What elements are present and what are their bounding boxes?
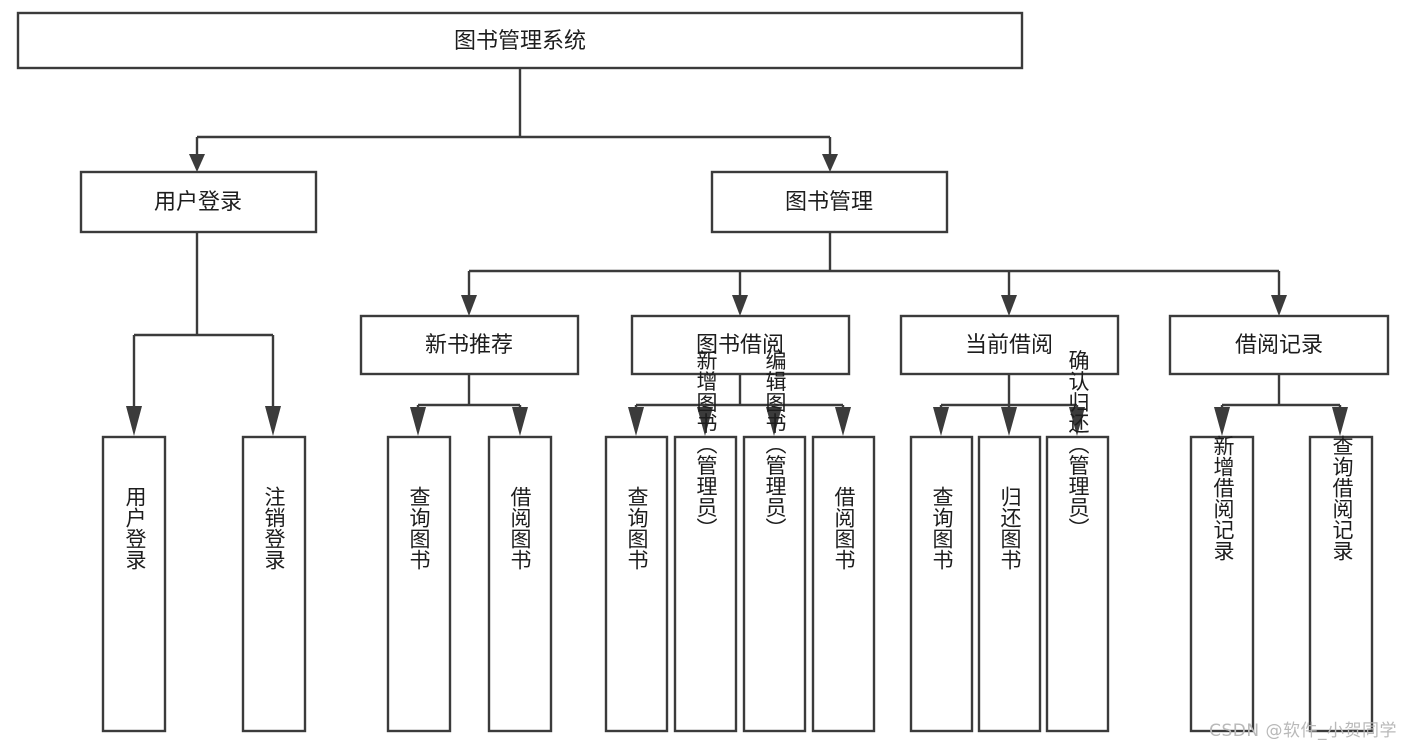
node-root-label: 图书管理系统 (454, 29, 586, 54)
arrow-to-borrow-record (1271, 295, 1287, 316)
arrow-user-login-leaf1 (126, 406, 142, 436)
arrow-book-borrow-leaf2 (697, 407, 713, 436)
leaf-book-borrow-4[interactable]: 借阅图书 (811, 435, 876, 733)
leaf-book-borrow-4-label: 借阅图书 (832, 486, 856, 570)
arrow-book-borrow-leaf3 (766, 407, 782, 436)
node-current-borrow-label: 当前借阅 (965, 333, 1053, 358)
arrow-to-book-manage (822, 154, 838, 172)
arrow-current-borrow-leaf1 (933, 407, 949, 436)
node-current-borrow-box[interactable] (899, 314, 1120, 376)
leaf-book-borrow-1[interactable]: 查询图书 (604, 435, 669, 733)
leaf-current-borrow-2[interactable]: 归还图书 (977, 435, 1042, 733)
node-borrow-record[interactable]: 借阅记录 (1168, 314, 1390, 376)
leaf-borrow-record-2-box[interactable] (1308, 435, 1374, 733)
leaf-new-book-1[interactable]: 查询图书 (386, 435, 452, 733)
leaf-book-borrow-3[interactable]: 编辑图书（管理员） (742, 350, 807, 733)
leaf-book-borrow-1-box[interactable] (604, 435, 669, 733)
node-new-book-recommend[interactable]: 新书推荐 (359, 314, 580, 376)
leaf-user-login-1[interactable]: 用户登录 (101, 435, 167, 733)
leaf-book-borrow-4-box[interactable] (811, 435, 876, 733)
leaf-current-borrow-1[interactable]: 查询图书 (909, 435, 974, 733)
leaf-user-login-2-box[interactable] (241, 435, 307, 733)
leaf-new-book-1-box[interactable] (386, 435, 452, 733)
node-root[interactable]: 图书管理系统 (16, 11, 1024, 70)
node-book-borrow[interactable]: 图书借阅 (630, 314, 851, 376)
node-borrow-record-label: 借阅记录 (1235, 333, 1323, 358)
arrow-to-current-borrow (1001, 295, 1017, 316)
node-root-box[interactable] (16, 11, 1024, 70)
leaf-book-borrow-2[interactable]: 新增图书（管理员） (673, 350, 738, 733)
leaf-book-borrow-2-box[interactable] (673, 435, 738, 733)
node-book-borrow-label: 图书借阅 (696, 333, 784, 358)
arrow-new-book-leaf1 (410, 407, 426, 436)
leaf-current-borrow-1-box[interactable] (909, 435, 974, 733)
csdn-watermark: CSDN @软件_小贺同学 (1209, 721, 1397, 741)
leaf-current-borrow-2-label: 归还图书 (998, 486, 1022, 570)
arrow-book-borrow-leaf1 (628, 407, 644, 436)
leaf-user-login-2-label: 注销登录 (262, 486, 286, 570)
node-user-login-box[interactable] (79, 170, 318, 234)
arrow-current-borrow-leaf2 (1001, 407, 1017, 436)
node-user-login-label: 用户登录 (154, 190, 242, 215)
leaf-new-book-2-box[interactable] (487, 435, 553, 733)
arrow-current-borrow-leaf3 (1069, 407, 1085, 436)
leaf-new-book-2[interactable]: 借阅图书 (487, 435, 553, 733)
leaf-borrow-record-2-label: 查询借阅记录 (1330, 435, 1354, 561)
node-new-book-recommend-label: 新书推荐 (425, 333, 513, 358)
arrow-to-book-borrow (732, 295, 748, 316)
leaf-current-borrow-2-box[interactable] (977, 435, 1042, 733)
arrow-new-book-leaf2 (512, 407, 528, 436)
arrow-book-borrow-leaf4 (835, 407, 851, 436)
leaf-borrow-record-1-box[interactable] (1189, 435, 1255, 733)
node-book-borrow-box[interactable] (630, 314, 851, 376)
node-borrow-record-box[interactable] (1168, 314, 1390, 376)
leaf-current-borrow-3[interactable]: 确认归还（管理员） (1045, 350, 1110, 733)
leaf-borrow-record-1[interactable]: 新增借阅记录 (1189, 435, 1255, 733)
leaf-book-borrow-3-box[interactable] (742, 435, 807, 733)
node-book-manage-label: 图书管理 (785, 190, 873, 215)
leaf-borrow-record-2[interactable]: 查询借阅记录 (1308, 435, 1374, 733)
node-book-manage[interactable]: 图书管理 (710, 170, 949, 234)
leaf-book-borrow-3-label: 编辑图书（管理员） (763, 350, 787, 539)
arrow-user-login-leaf2 (265, 406, 281, 436)
leaf-book-borrow-1-label: 查询图书 (625, 486, 649, 570)
arrow-borrow-record-leaf1 (1214, 407, 1230, 436)
node-new-book-recommend-box[interactable] (359, 314, 580, 376)
leaf-current-borrow-3-label: 确认归还（管理员） (1066, 350, 1090, 539)
leaf-borrow-record-1-label: 新增借阅记录 (1211, 435, 1235, 561)
arrow-to-new-book (461, 295, 477, 316)
node-current-borrow[interactable]: 当前借阅 (899, 314, 1120, 376)
leaf-book-borrow-2-label: 新增图书（管理员） (694, 350, 718, 539)
node-user-login[interactable]: 用户登录 (79, 170, 318, 234)
leaf-user-login-1-label: 用户登录 (123, 486, 147, 570)
node-book-manage-box[interactable] (710, 170, 949, 234)
arrow-to-user-login (189, 154, 205, 172)
leaf-current-borrow-1-label: 查询图书 (930, 486, 954, 570)
leaf-new-book-2-label: 借阅图书 (508, 486, 532, 570)
leaf-current-borrow-3-box[interactable] (1045, 435, 1110, 733)
connector-layer (126, 68, 1348, 436)
leaf-user-login-2[interactable]: 注销登录 (241, 435, 307, 733)
leaf-new-book-1-label: 查询图书 (407, 486, 431, 570)
arrow-borrow-record-leaf2 (1332, 407, 1348, 436)
leaf-user-login-1-box[interactable] (101, 435, 167, 733)
